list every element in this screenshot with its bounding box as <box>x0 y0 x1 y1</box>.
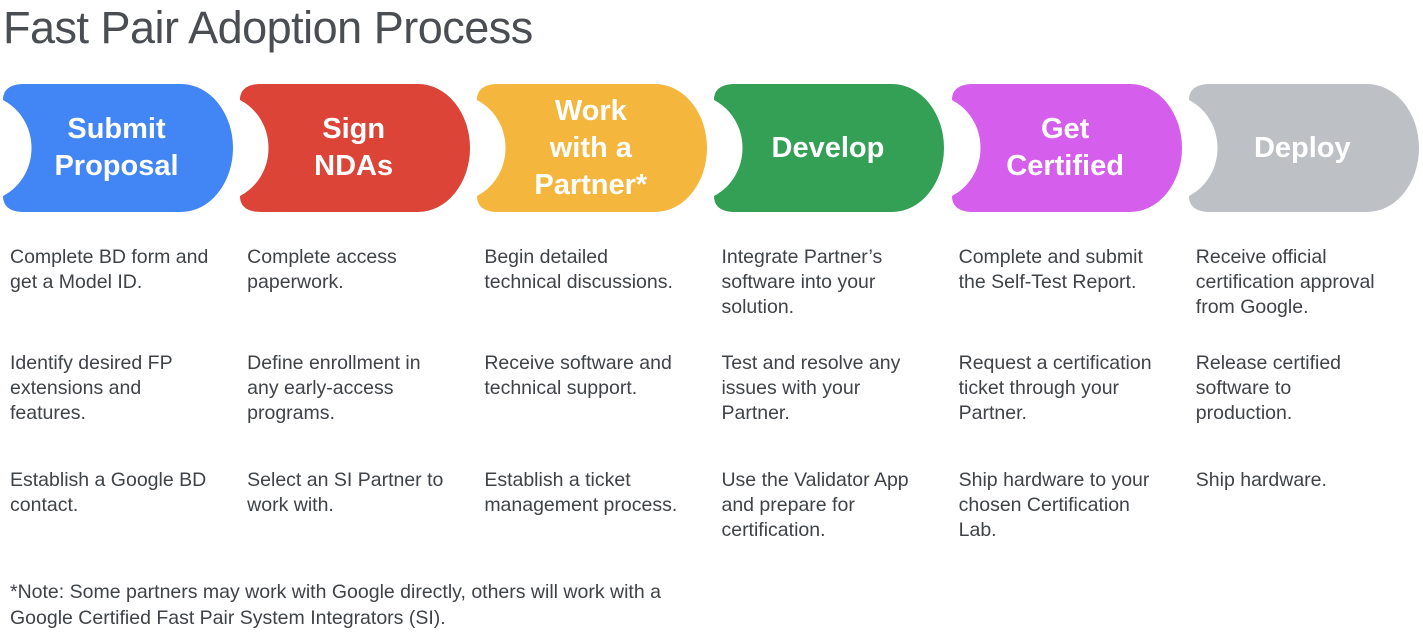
stage-arrow-shape <box>240 84 471 212</box>
detail-work-with-partner-3: Establish a ticket management process. <box>484 469 678 516</box>
detail-develop-3: Use the Validator App and prepare for ce… <box>721 469 909 541</box>
stage-develop: Develop <box>711 83 948 213</box>
stage-sign-ndas: Sign NDAs <box>237 83 474 213</box>
stage-arrow-shape <box>714 84 945 212</box>
detail-develop-1: Integrate Partner’s software into your s… <box>721 246 883 318</box>
detail-sign-ndas-2: Define enrollment in any early-access pr… <box>247 352 421 424</box>
detail-submit-proposal-1: Complete BD form and get a Model ID. <box>10 246 209 293</box>
detail-develop-2: Test and resolve any issues with your Pa… <box>721 352 901 424</box>
detail-submit-proposal-3: Establish a Google BD contact. <box>10 469 207 516</box>
stage-label: Develop <box>771 131 885 164</box>
detail-work-with-partner-1: Begin detailed technical discussions. <box>484 246 673 293</box>
stage-label: Deploy <box>1253 131 1351 164</box>
stage-label: Sign NDAs <box>314 113 394 182</box>
detail-deploy-1: Receive official certification approval … <box>1195 246 1375 318</box>
stage-get-certified: Get Certified <box>949 83 1186 213</box>
stage-details-grid: Complete BD form and get a Model ID. Ide… <box>0 245 1423 543</box>
stage-label: Get Certified <box>1006 113 1124 182</box>
page-title: Fast Pair Adoption Process <box>3 2 533 53</box>
stage-arrow-shape <box>3 84 233 212</box>
stage-label: Submit Proposal <box>54 113 179 182</box>
stage-deploy: Deploy <box>1186 83 1423 213</box>
stage-arrow-shape <box>1188 84 1419 212</box>
stage-arrow-shape <box>477 84 708 212</box>
detail-deploy-3: Ship hardware. <box>1195 469 1327 491</box>
stage-submit-proposal: Submit Proposal <box>0 83 237 213</box>
detail-deploy-2: Release certified software to production… <box>1195 352 1342 424</box>
stage-work-with-partner: Work with a Partner* <box>474 83 711 213</box>
footnote: *Note: Some partners may work with Googl… <box>10 581 661 629</box>
detail-sign-ndas-1: Complete access paperwork. <box>247 246 397 293</box>
stage-arrow-shape <box>951 84 1182 212</box>
stage-label: Work with a Partner* <box>534 94 648 201</box>
detail-get-certified-1: Complete and submit the Self-Test Report… <box>958 246 1143 293</box>
detail-get-certified-2: Request a certification ticket through y… <box>958 352 1152 424</box>
detail-get-certified-3: Ship hardware to your chosen Certificati… <box>958 469 1150 541</box>
detail-sign-ndas-3: Select an SI Partner to work with. <box>247 469 444 516</box>
process-stages-row: Submit Proposal Sign NDAs Work with a Pa… <box>0 83 1423 213</box>
detail-work-with-partner-2: Receive software and technical support. <box>484 352 672 399</box>
detail-submit-proposal-2: Identify desired FP extensions and featu… <box>10 352 173 424</box>
